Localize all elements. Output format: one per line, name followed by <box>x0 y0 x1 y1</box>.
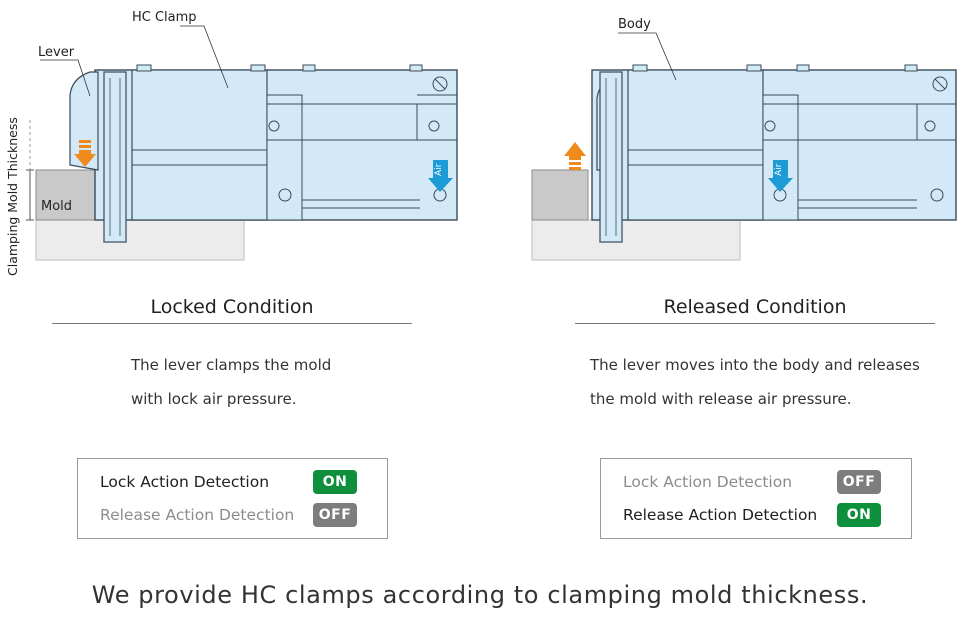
mold-block <box>531 169 589 221</box>
lock-direction-arrow <box>74 140 96 167</box>
locked-detection-panel: Lock Action Detection ON Release Action … <box>77 458 388 539</box>
release-action-detection-label: Release Action Detection <box>623 506 818 524</box>
clamping-mold-thickness-label: Clamping Mold Thickness <box>5 117 20 276</box>
release-direction-arrow <box>564 142 586 170</box>
air-label-right: Air <box>774 163 784 176</box>
release-action-detection-label: Release Action Detection <box>100 506 295 524</box>
release-action-status-badge: ON <box>837 503 881 527</box>
lever-label: Lever <box>38 45 75 60</box>
released-condition-title: Released Condition <box>663 296 847 318</box>
locked-desc-line-1: The lever clamps the mold <box>131 356 332 374</box>
mold-label: Mold <box>41 199 73 214</box>
lock-action-status-badge: ON <box>313 470 357 494</box>
released-desc-line-2: the mold with release air pressure. <box>590 390 852 408</box>
piston-rod <box>599 71 623 243</box>
lock-action-status-badge: OFF <box>837 470 881 494</box>
locked-condition-title: Locked Condition <box>150 296 314 318</box>
lock-action-detection-label: Lock Action Detection <box>623 473 793 491</box>
released-desc-line-1: The lever moves into the body and releas… <box>590 356 920 374</box>
air-label-left: Air <box>434 163 444 176</box>
footer-statement: We provide HC clamps according to clampi… <box>91 581 869 609</box>
hc-clamp-label: HC Clamp <box>132 10 197 25</box>
locked-desc-line-2: with lock air pressure. <box>131 390 297 408</box>
released-clamp-drawing <box>531 32 957 261</box>
release-action-status-badge: OFF <box>313 503 357 527</box>
release-air-arrow <box>768 160 793 192</box>
released-title-divider <box>575 323 935 324</box>
piston-rod <box>103 71 127 243</box>
locked-title-divider <box>52 323 412 324</box>
locked-clamp-drawing <box>26 25 458 261</box>
base-plate <box>35 219 245 261</box>
body-label: Body <box>618 17 651 32</box>
mold-block <box>35 169 97 221</box>
lock-action-detection-label: Lock Action Detection <box>100 473 270 491</box>
lock-air-arrow <box>428 160 453 192</box>
released-detection-panel: Lock Action Detection OFF Release Action… <box>600 458 912 539</box>
base-plate <box>531 219 741 261</box>
